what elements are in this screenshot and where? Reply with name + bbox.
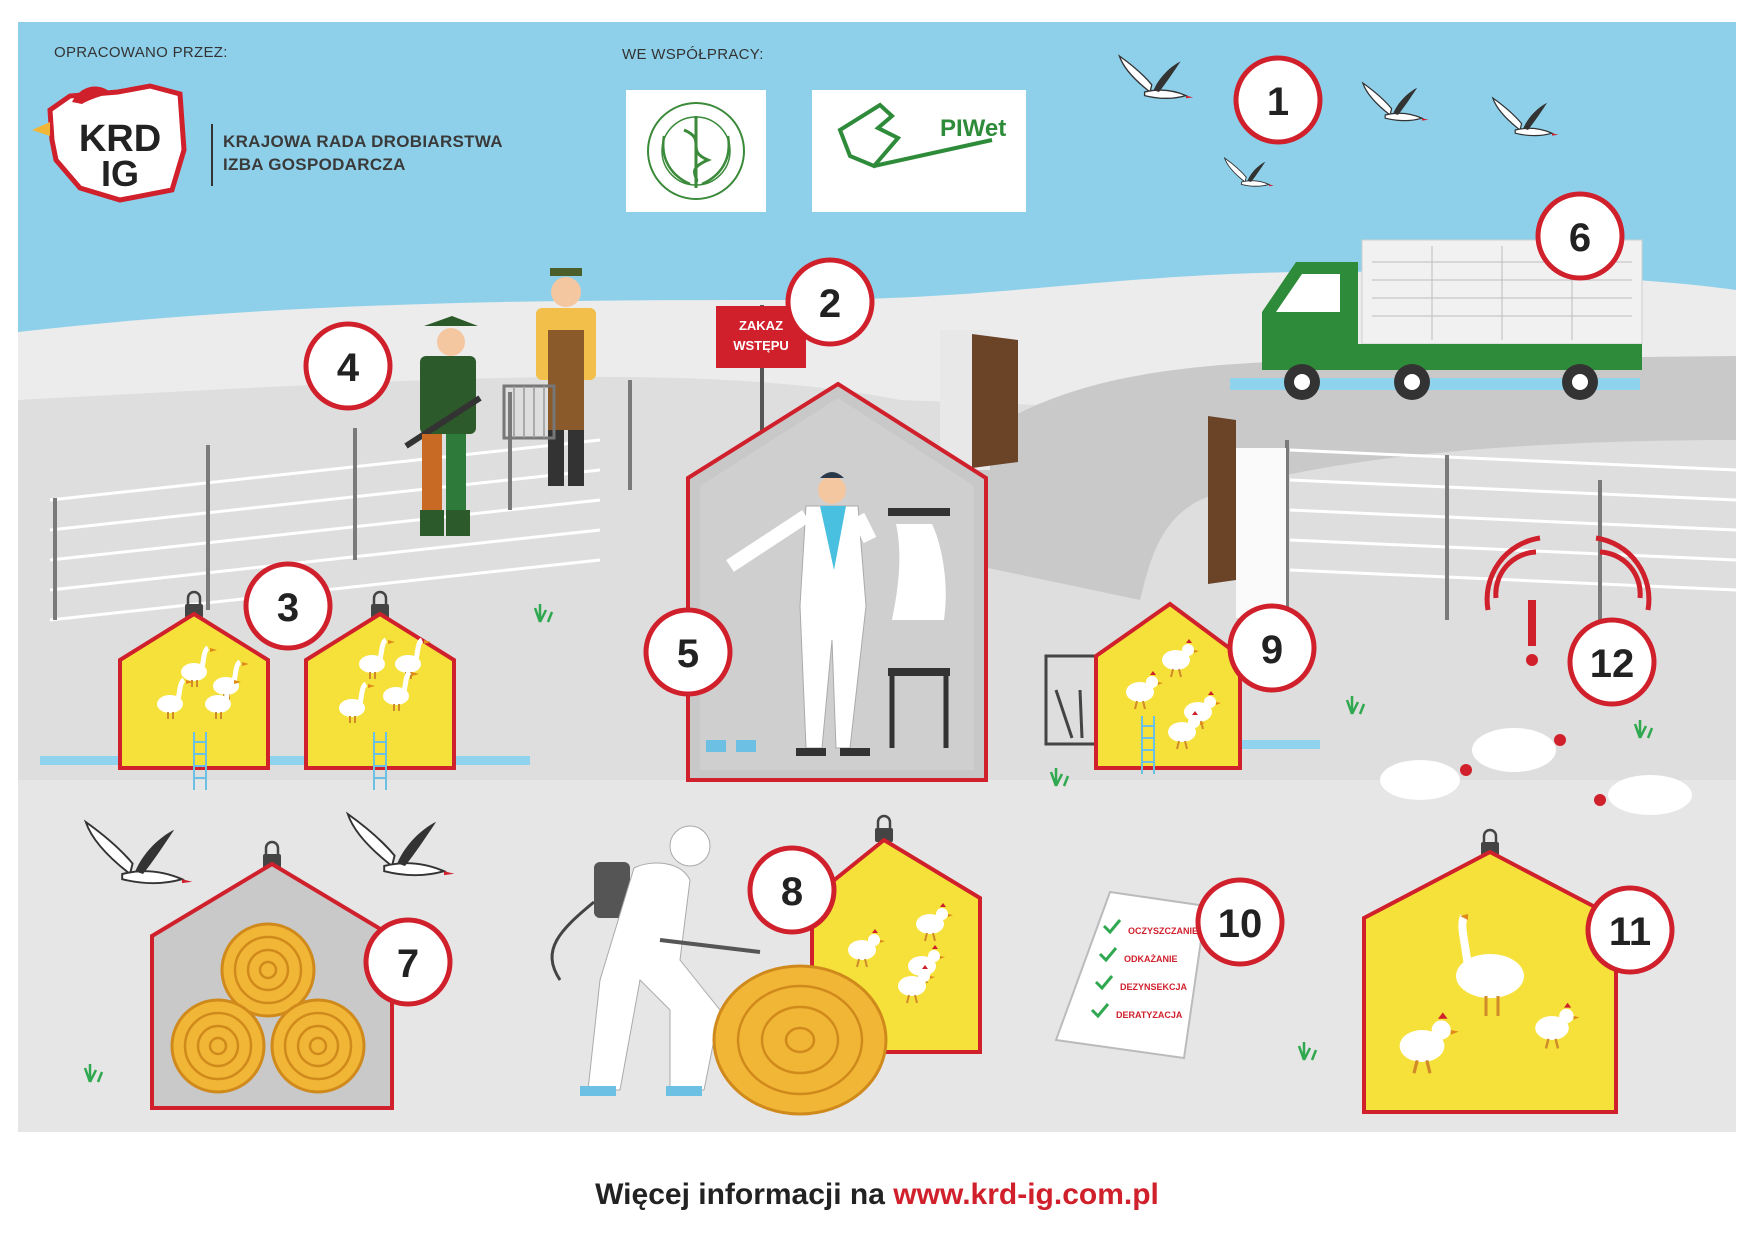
footer-url[interactable]: www.krd-ig.com.pl <box>893 1178 1159 1211</box>
hygiene-lock-building <box>686 381 988 782</box>
marker-6: 6 <box>1538 194 1622 278</box>
disinfection-worker <box>550 825 761 1096</box>
marker-7: 7 <box>366 920 450 1004</box>
goose-house-left <box>118 590 270 791</box>
checklist-item-2: ODKAŻANIE <box>1124 954 1178 964</box>
marker-6-label: 6 <box>1569 216 1591 260</box>
marker-4-label: 4 <box>337 346 360 390</box>
marker-8-label: 8 <box>781 870 803 914</box>
marker-1-label: 1 <box>1267 80 1289 124</box>
checklist-item-4: DERATYZACJA <box>1116 1010 1183 1020</box>
marker-12-label: 12 <box>1590 642 1635 686</box>
goose-house-right <box>304 590 456 791</box>
krd-organization-name: KRAJOWA RADA DROBIARSTWA IZBA GOSPODARCZ… <box>223 130 503 176</box>
piwet-logo: PIWet <box>812 90 1026 212</box>
fence-posts-left <box>53 380 632 620</box>
no-entry-line2: WSTĘPU <box>733 338 789 353</box>
marker-2: 2 <box>788 260 872 344</box>
no-entry-line1: ZAKAZ <box>739 318 783 333</box>
door-gate-right <box>1208 416 1286 618</box>
road <box>950 356 1736 600</box>
krd-logo-line2: IG <box>101 153 139 194</box>
door-gate-center <box>940 330 1018 470</box>
marker-7-label: 7 <box>397 942 419 986</box>
water-strip-left <box>40 756 530 765</box>
krd-name-line1: KRAJOWA RADA DROBIARSTWA <box>223 132 503 151</box>
marker-4: 4 <box>306 324 390 408</box>
marker-8: 8 <box>750 848 834 932</box>
footer-text: Więcej informacji na <box>595 1178 885 1211</box>
straw-storage <box>150 840 394 1110</box>
marker-3-label: 3 <box>277 586 299 630</box>
truck-wash <box>1230 378 1640 390</box>
farmer <box>502 268 596 486</box>
dead-birds <box>1380 728 1692 815</box>
krd-logo-line1: KRD <box>79 118 161 160</box>
fence-posts-right <box>1285 440 1602 620</box>
footer: Więcej informacji na www.krd-ig.com.pl <box>0 1178 1754 1212</box>
marker-11-label: 11 <box>1609 910 1651 954</box>
piwet-name: PIWet <box>940 115 1006 142</box>
krd-ig-logo: KRD IG <box>32 83 187 203</box>
chicken-house-9 <box>1094 601 1242 775</box>
checklist-item-1: OCZYSZCZANIE <box>1128 926 1198 936</box>
water-strip-right <box>1200 740 1320 749</box>
hunter <box>404 316 482 536</box>
chicken-house-11 <box>1362 828 1618 1114</box>
marker-2-label: 2 <box>819 282 841 326</box>
fence-right <box>1289 448 1737 592</box>
cooperation-label: WE WSPÓŁPRACY: <box>622 46 764 63</box>
marker-9: 9 <box>1230 606 1314 690</box>
marker-11: 11 <box>1588 888 1672 972</box>
krd-name-line2: IZBA GOSPODARCZA <box>223 155 406 174</box>
alarm-signal <box>1484 535 1652 666</box>
prepared-by-label: OPRACOWANO PRZEZ: <box>54 44 228 61</box>
checklist-document: OCZYSZCZANIE ODKAŻANIE DEZYNSEKCJA DERAT… <box>1054 890 1208 1060</box>
marker-10: 10 <box>1198 880 1282 964</box>
krd-divider <box>211 124 213 186</box>
marker-12: 12 <box>1570 620 1654 704</box>
straw-bale-front <box>712 964 888 1116</box>
marker-10-label: 10 <box>1218 902 1263 946</box>
marker-3: 3 <box>246 564 330 648</box>
marker-9-label: 9 <box>1261 628 1283 672</box>
marker-1: 1 <box>1236 58 1320 142</box>
marker-5-label: 5 <box>677 632 699 676</box>
checklist-item-3: DEZYNSEKCJA <box>1120 982 1188 992</box>
marker-5: 5 <box>646 610 730 694</box>
fence-left <box>49 438 601 622</box>
giw-logo <box>626 90 766 212</box>
